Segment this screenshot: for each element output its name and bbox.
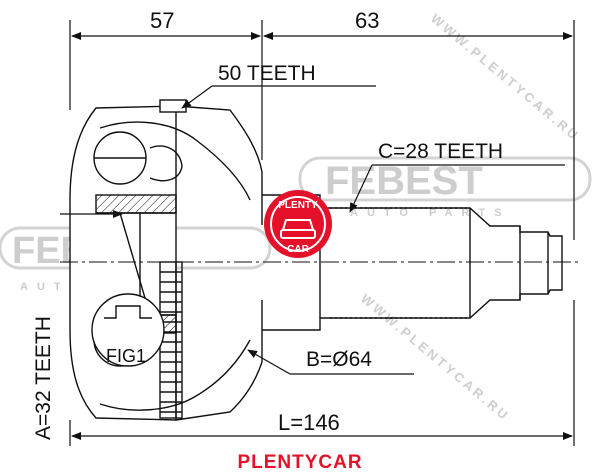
callout-outer-teeth: 50 TEETH <box>218 62 316 85</box>
callout-shaft-teeth: C=28 TEETH <box>378 140 503 163</box>
watermark-febest-right: FEBEST AUTO PARTS <box>298 156 592 219</box>
badge-text-bottom: CAR <box>287 244 309 255</box>
plentycar-badge: PLENTY CAR <box>264 190 332 258</box>
fig1-label: FIG1 <box>106 346 146 366</box>
dim-top-right: 63 <box>355 8 379 33</box>
car-icon <box>280 219 316 239</box>
watermark-sub-right: AUTO PARTS <box>350 207 511 219</box>
watermark-site-bottom: WWW.PLENTYCAR.RU <box>358 291 513 424</box>
callout-leaders <box>60 85 565 375</box>
top-dimensions <box>69 20 575 240</box>
callout-inner-teeth: A=32 TEETH <box>32 316 55 440</box>
watermark-site-top: WWW.PLENTYCAR.RU <box>428 11 583 144</box>
bottom-dimension <box>69 300 575 446</box>
dim-length: L=146 <box>278 410 340 435</box>
footer-brand: PLENTYCAR <box>237 452 362 473</box>
callout-bell-diameter: B=Ø64 <box>306 348 372 371</box>
watermark-brand-right: FEBEST <box>325 159 483 203</box>
dim-top-left: 57 <box>150 8 174 33</box>
fig1-detail <box>91 293 165 367</box>
badge-text-top: PLENTY <box>278 200 318 211</box>
